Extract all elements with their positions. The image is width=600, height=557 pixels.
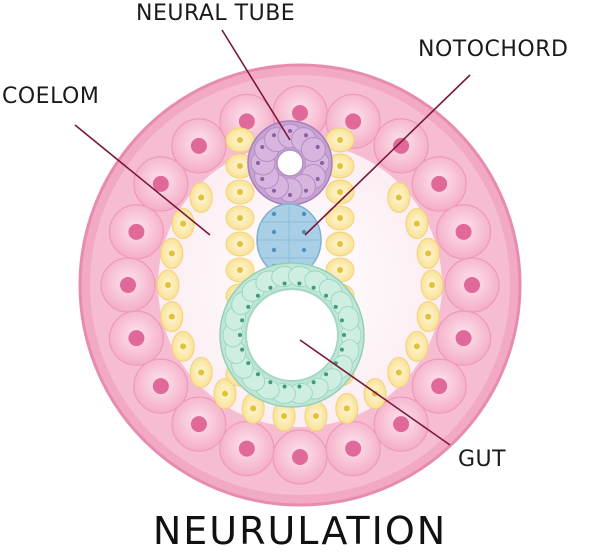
neural-tube-label: NEURAL TUBE [136, 1, 295, 26]
neural-tube [247, 120, 333, 206]
gut-label: GUT [458, 447, 506, 472]
gut-tube [219, 262, 365, 408]
notochord-leader [304, 74, 471, 236]
coelom-leader [74, 124, 211, 236]
notochord [256, 203, 322, 277]
neural-tube-leader [221, 29, 291, 141]
embryo-cross-section [78, 63, 522, 507]
notochord-label: NOTOCHORD [418, 37, 568, 62]
gut-leader [299, 339, 451, 446]
coelom-label: COELOM [2, 84, 99, 109]
ectoderm-cells [100, 85, 500, 485]
page-title: NEURULATION [153, 509, 447, 553]
